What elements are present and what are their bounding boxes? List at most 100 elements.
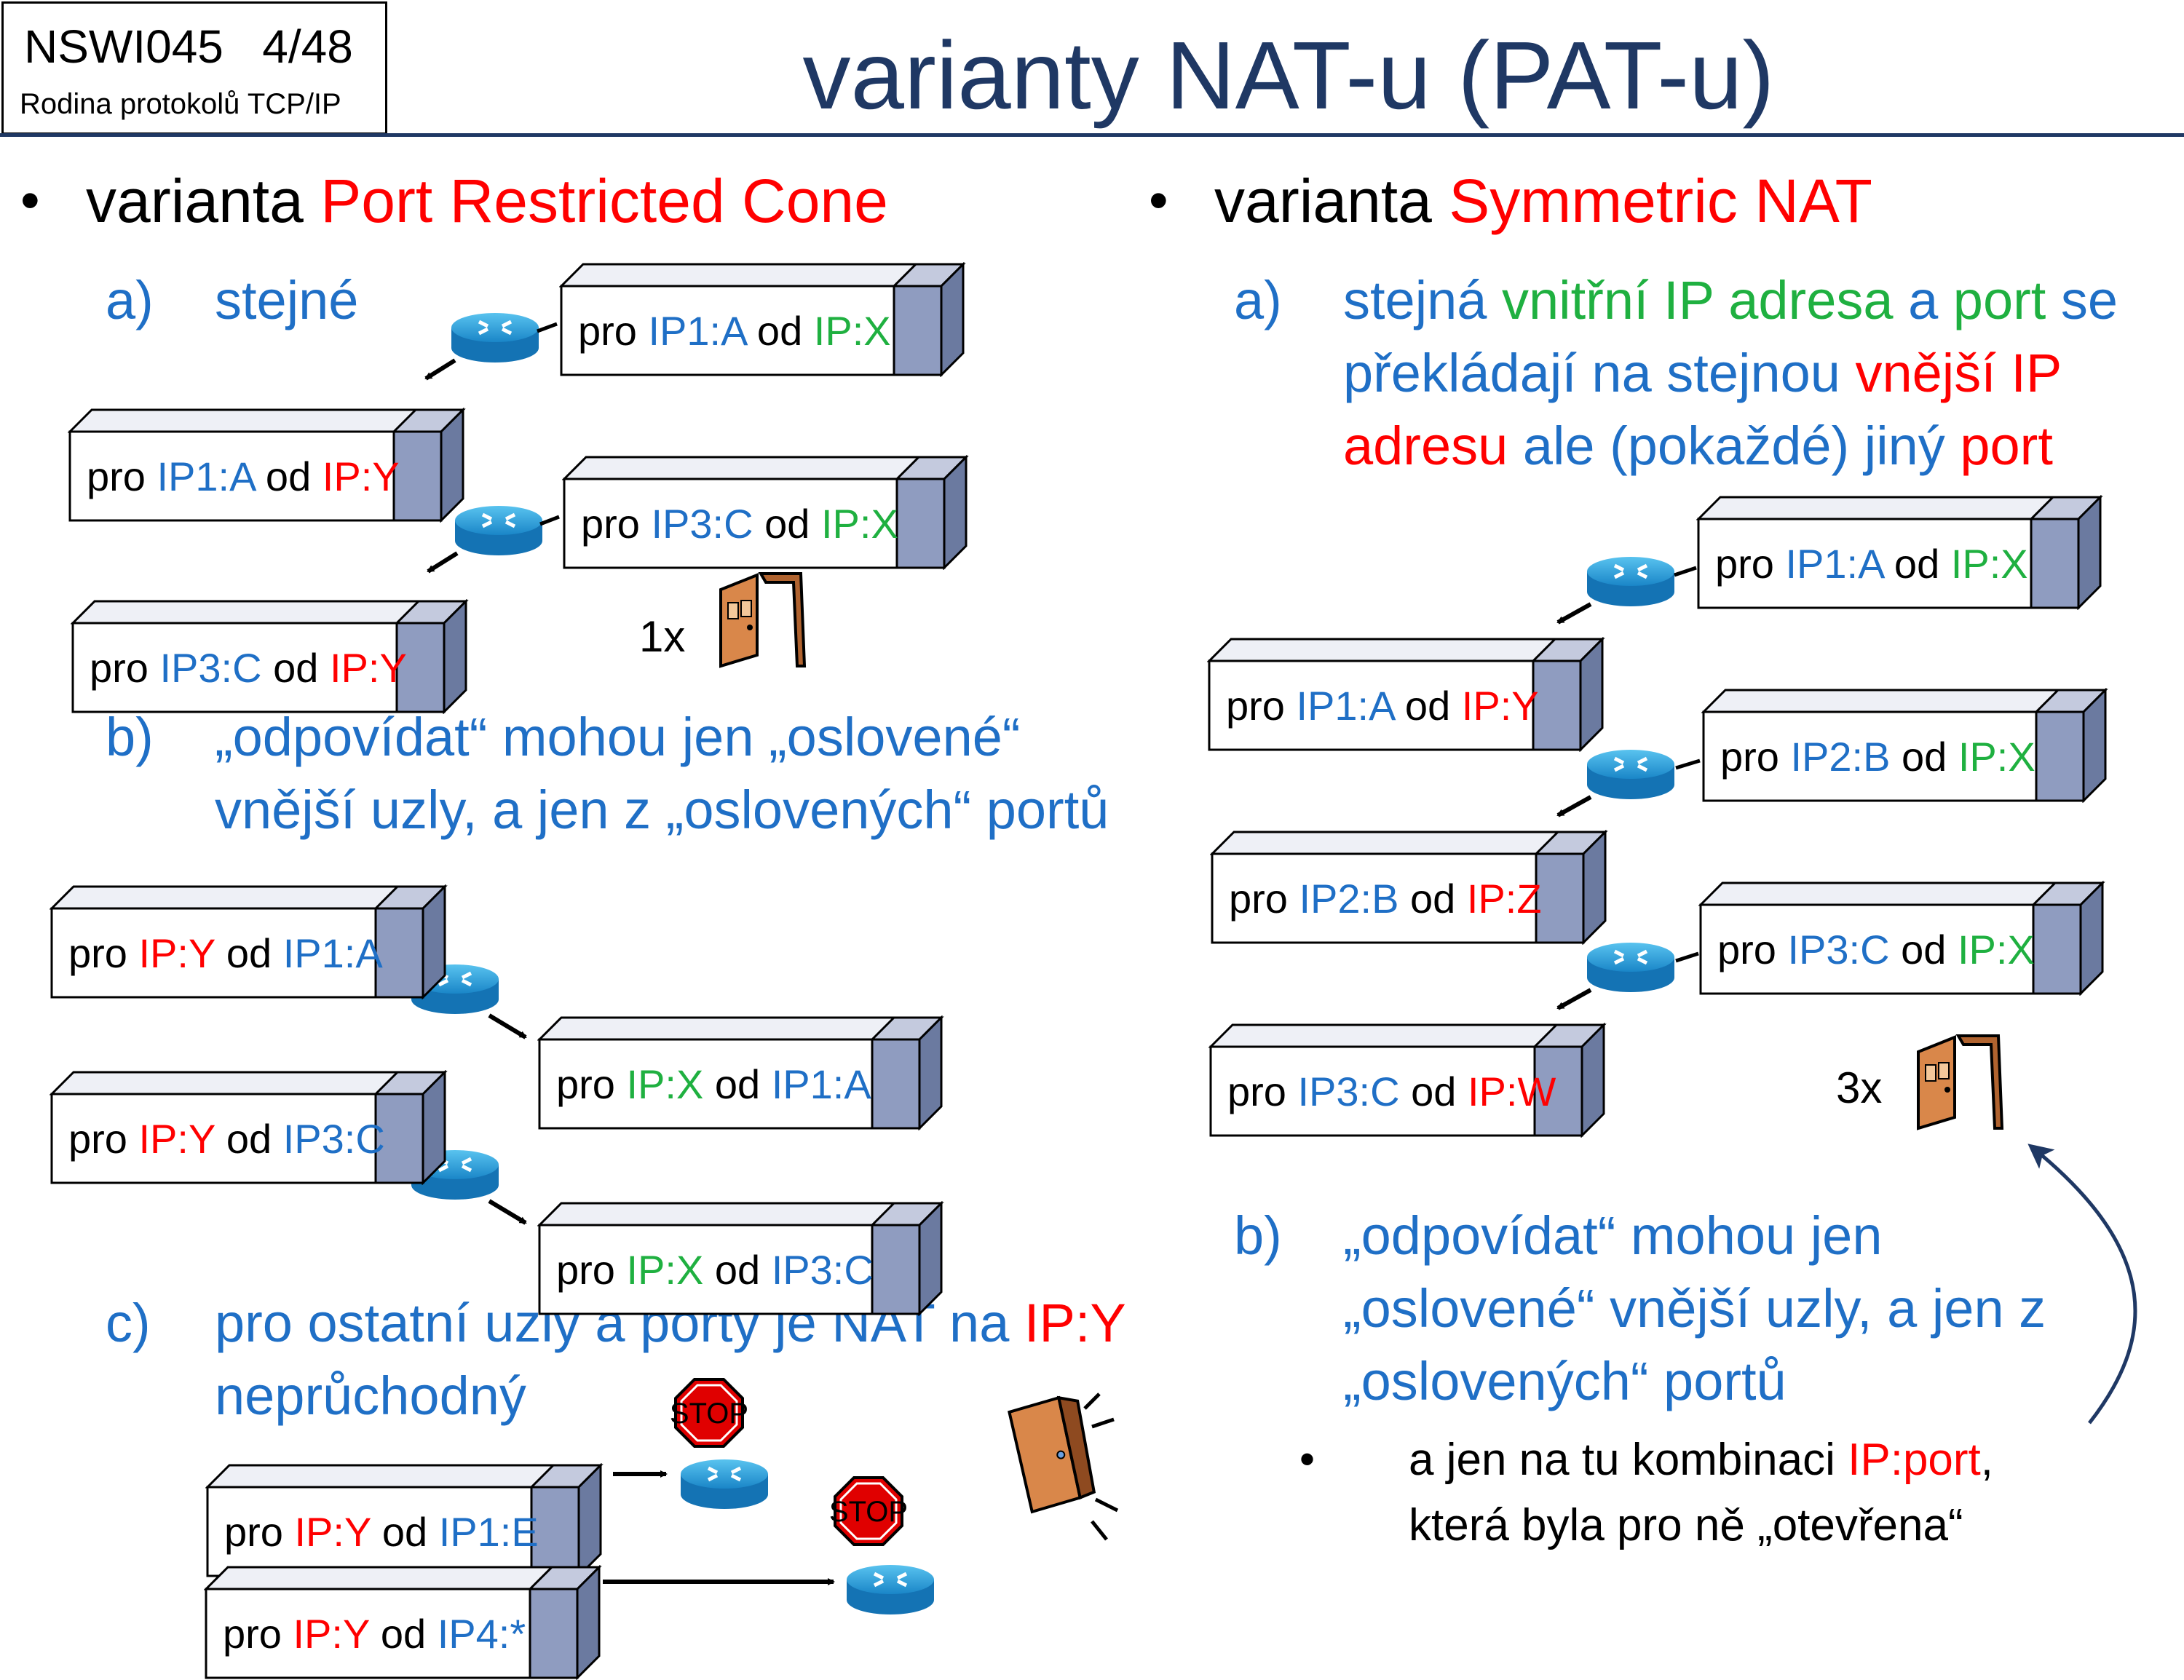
packet-label: pro IP3:C od IP:X: [581, 500, 898, 547]
packet-label-part: pro: [581, 501, 652, 547]
packet-label-part: pro: [90, 645, 160, 691]
door-slammed-icon: [1008, 1395, 1096, 1514]
packet-label-part: od: [1883, 541, 1951, 587]
packet-label-part: IP1:A: [1296, 683, 1394, 729]
right-sub-line1: a jen na tu kombinaci IP:port,: [1409, 1435, 1994, 1485]
bullet-dot: •: [20, 170, 40, 231]
packet-label-part: IP4:*: [437, 1611, 526, 1657]
right-variant-heading: varianta Symmetric NAT: [1214, 167, 1872, 235]
packet-label-part: od: [261, 645, 330, 691]
packet-label-part: pro: [556, 1247, 627, 1293]
packet-label-part: od: [369, 1611, 438, 1657]
stop-label-1: STOP: [670, 1398, 748, 1430]
packet-label-part: IP1:A: [282, 930, 383, 976]
left-variant-heading: varianta Port Restricted Cone: [86, 167, 888, 235]
packet-label-part: IP:Y: [138, 930, 215, 976]
packet-label-part: IP:Y: [322, 453, 400, 499]
packet-label-part: pro: [223, 1611, 293, 1657]
pointer-arrow: [2027, 1144, 2137, 1425]
packet-label-part: od: [1890, 734, 1958, 780]
packet-label: pro IP1:A od IP:X: [578, 307, 891, 354]
packet-label: pro IP3:C od IP:X: [1717, 926, 2035, 973]
left-b-marker: b): [106, 707, 154, 767]
packet-box: pro IP:Y od IP4:*: [204, 1565, 603, 1680]
packet-label-part: IP1:A: [1785, 541, 1883, 587]
packet-label: pro IP2:B od IP:X: [1720, 733, 2035, 780]
packet-box: pro IP3:C od IP:W: [1208, 1023, 1607, 1138]
packet-label-part: IP3:C: [1787, 927, 1890, 972]
diagram-art: STOP STOP: [392, 0, 2137, 1638]
packet-label: pro IP:X od IP1:A: [556, 1061, 871, 1108]
packet-label-part: IP3:C: [159, 645, 262, 691]
packet-label-part: od: [371, 1509, 439, 1555]
packet-label-part: pro: [1717, 927, 1788, 972]
packet-label-part: pro: [578, 308, 649, 354]
right-a-line2: překládají na stejnou vnější IP: [1343, 343, 2062, 403]
door-open-icon: [1917, 1034, 2003, 1130]
packet-label-part: IP:X: [626, 1247, 704, 1293]
packet-box: pro IP1:A od IP:X: [1696, 495, 2104, 610]
packet-label-part: od: [745, 308, 814, 354]
bullet-dot: •: [1149, 170, 1168, 231]
slam-lines-icon: [1083, 1392, 1119, 1541]
packet-box: pro IP1:A od IP:Y: [1207, 637, 1606, 752]
packet-label-part: IP1:A: [157, 453, 255, 499]
packet-label: pro IP3:C od IP:Y: [90, 644, 407, 692]
slide-title: varianty NAT-u (PAT-u): [802, 22, 1775, 129]
left-b-line1: „odpovídat“ mohou jen „oslovené“: [215, 707, 1021, 767]
left-a-marker: a): [106, 270, 154, 330]
packet-label: pro IP:X od IP3:C: [556, 1246, 874, 1293]
packet-label-part: IP:Y: [293, 1611, 370, 1657]
packet-label-part: od: [1889, 927, 1958, 972]
packet-label-part: od: [215, 930, 283, 976]
packet-label: pro IP:Y od IP3:C: [68, 1115, 385, 1162]
packet-label-part: pro: [1226, 683, 1297, 729]
door-open-icon: [719, 572, 806, 667]
router-icon: [681, 1459, 768, 1509]
packet-label-part: IP:W: [1467, 1069, 1556, 1114]
packet-box: pro IP:Y od IP3:C: [50, 1070, 448, 1185]
packet-label-part: pro: [87, 453, 157, 499]
packet-label-part: od: [254, 453, 323, 499]
packet-label-part: pro: [1227, 1069, 1298, 1114]
packet-box: pro IP2:B od IP:Z: [1210, 830, 1609, 945]
left-b-line2: vnější uzly, a jen z „oslovených“ portů: [215, 780, 1109, 840]
router-icon: [847, 1565, 934, 1614]
packet-label-part: IP3:C: [282, 1116, 385, 1162]
packet-label-part: IP:X: [1950, 541, 2028, 587]
packet-label-part: od: [753, 501, 821, 547]
sub-bullet-dot: •: [1299, 1435, 1315, 1483]
packet-label-part: IP3:C: [1297, 1069, 1400, 1114]
router-icon: [1587, 943, 1674, 992]
packet-box: pro IP:Y od IP1:A: [50, 884, 448, 999]
left-a-text: stejné: [215, 270, 359, 330]
right-sub-line2: která byla pro ně „otevřena“: [1409, 1500, 1963, 1550]
packet-label-part: pro: [68, 1116, 139, 1162]
packet-label-part: IP3:C: [651, 501, 753, 547]
packet-box: pro IP1:A od IP:Y: [68, 408, 467, 523]
packet-label-part: od: [703, 1247, 772, 1293]
packet-box: pro IP1:A od IP:X: [559, 262, 967, 377]
packet-label-part: pro: [68, 930, 139, 976]
packet-label-part: od: [215, 1116, 283, 1162]
left-count: 1x: [639, 612, 686, 661]
left-c-marker: c): [106, 1293, 151, 1353]
packet-label: pro IP3:C od IP:W: [1227, 1068, 1556, 1115]
packet-box: pro IP:Y od IP1:E: [205, 1463, 604, 1578]
packet-label-part: pro: [1715, 541, 1786, 587]
packet-label-part: od: [1398, 876, 1467, 922]
packet-label-part: pro: [224, 1509, 295, 1555]
packet-label-part: IP:X: [1958, 734, 2035, 780]
right-a-line3: adresu ale (pokaždé) jiný port: [1343, 416, 2053, 476]
packet-label-part: od: [1393, 683, 1462, 729]
packet-label: pro IP:Y od IP4:*: [223, 1610, 526, 1657]
right-count: 3x: [1836, 1063, 1883, 1112]
packet-label-part: IP1:A: [648, 308, 746, 354]
router-icon: [451, 313, 539, 362]
stop-label-2: STOP: [829, 1496, 908, 1528]
packet-label-part: pro: [1720, 734, 1791, 780]
packet-label-part: IP1:A: [771, 1061, 871, 1107]
course-name: Rodina protokolů TCP/IP: [20, 88, 341, 120]
packet-label-part: IP:Z: [1466, 876, 1542, 922]
packet-label-part: IP:Y: [138, 1116, 215, 1162]
